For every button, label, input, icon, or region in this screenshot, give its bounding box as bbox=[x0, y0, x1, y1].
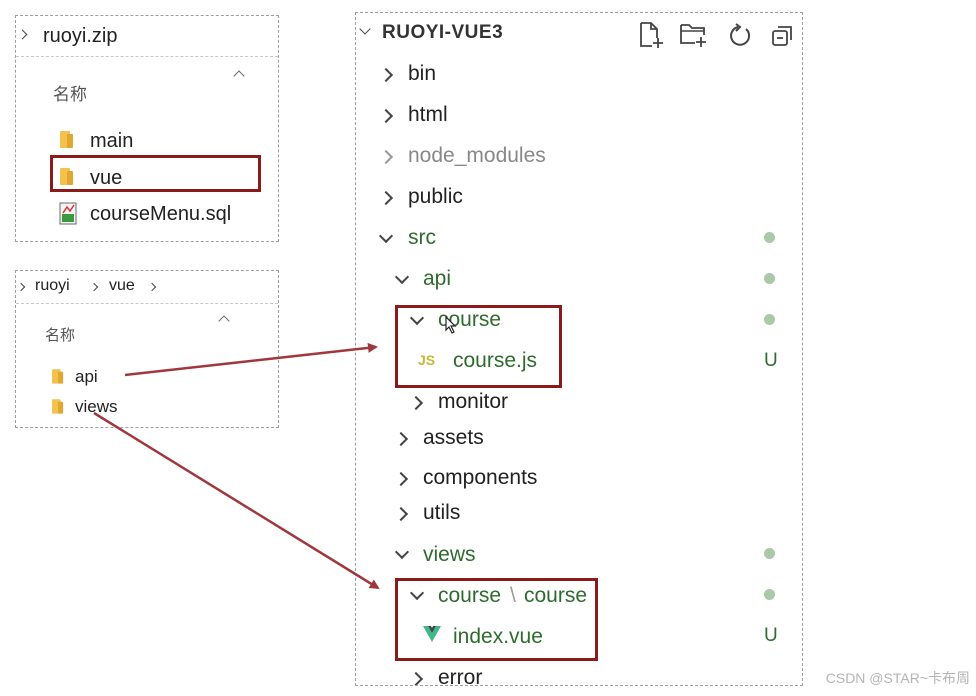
tree-item-label: error bbox=[438, 666, 483, 686]
mouse-cursor-icon bbox=[445, 316, 457, 334]
list-item-label: vue bbox=[90, 167, 123, 189]
js-file-icon: JS bbox=[418, 352, 436, 368]
column-header-name[interactable]: 名称 bbox=[45, 327, 76, 344]
list-item-label: views bbox=[75, 397, 118, 416]
watermark: CSDN @STAR~卡布周 bbox=[825, 670, 970, 686]
arrow-views-to-course bbox=[93, 411, 380, 590]
tree-item-label: views bbox=[423, 543, 476, 566]
tree-item-label: html bbox=[408, 103, 448, 126]
compact-folder-separator: \ bbox=[510, 584, 516, 607]
highlight-box-vue bbox=[50, 155, 261, 192]
tree-item-label: monitor bbox=[438, 390, 509, 413]
vue-folder-panel: ruoyi vue 名称 api views bbox=[15, 270, 279, 428]
list-item-label: main bbox=[90, 130, 134, 152]
vscode-explorer-panel: RUOYI-VUE3 bin html node_modules public bbox=[355, 12, 803, 686]
modified-dot bbox=[764, 232, 775, 243]
tree-item-label: components bbox=[423, 466, 538, 489]
tree-item-label: course.js bbox=[453, 349, 538, 372]
modified-dot bbox=[764, 548, 775, 559]
list-item-label: courseMenu.sql bbox=[90, 203, 232, 225]
divider bbox=[16, 56, 278, 57]
column-header-name[interactable]: 名称 bbox=[53, 85, 87, 104]
arrow-api-to-course bbox=[124, 342, 378, 377]
untracked-badge: U bbox=[764, 625, 778, 646]
tree-item-label: bin bbox=[408, 62, 437, 85]
new-file-icon[interactable] bbox=[638, 21, 664, 49]
sql-file-icon bbox=[59, 202, 77, 225]
tree-item-label: course bbox=[438, 584, 502, 607]
tree-item-label: utils bbox=[423, 501, 461, 524]
tree-item-label: index.vue bbox=[453, 625, 543, 648]
tree-item-label: public bbox=[408, 185, 463, 208]
divider bbox=[16, 303, 278, 304]
list-item-label: api bbox=[75, 367, 98, 386]
tree-item-label: node_modules bbox=[408, 144, 546, 167]
folder-icon bbox=[60, 130, 74, 148]
collapse-all-icon[interactable] bbox=[770, 23, 796, 49]
zip-folder-panel: ruoyi.zip 名称 main vue courseMenu.sql bbox=[15, 15, 279, 242]
tree-item-label: api bbox=[423, 267, 452, 290]
folder-icon bbox=[52, 398, 64, 414]
tree-item-label-suffix: course bbox=[524, 584, 588, 607]
untracked-badge: U bbox=[764, 350, 778, 371]
highlight-box-api-course bbox=[395, 305, 562, 388]
breadcrumb-item-vue[interactable]: vue bbox=[109, 277, 135, 294]
tree-item-label: src bbox=[408, 226, 436, 249]
folder-icon bbox=[60, 167, 74, 185]
tree-item-label: assets bbox=[423, 426, 484, 449]
vue-file-icon bbox=[423, 626, 441, 642]
breadcrumb-item-ruoyi[interactable]: ruoyi bbox=[35, 277, 70, 294]
zip-title: ruoyi.zip bbox=[43, 25, 118, 47]
modified-dot bbox=[764, 589, 775, 600]
highlight-box-views-course bbox=[395, 578, 598, 661]
explorer-title[interactable]: RUOYI-VUE3 bbox=[382, 22, 504, 43]
folder-icon bbox=[52, 368, 64, 384]
refresh-icon[interactable] bbox=[726, 23, 752, 49]
modified-dot bbox=[764, 273, 775, 284]
new-folder-icon[interactable] bbox=[679, 22, 709, 48]
modified-dot bbox=[764, 314, 775, 325]
